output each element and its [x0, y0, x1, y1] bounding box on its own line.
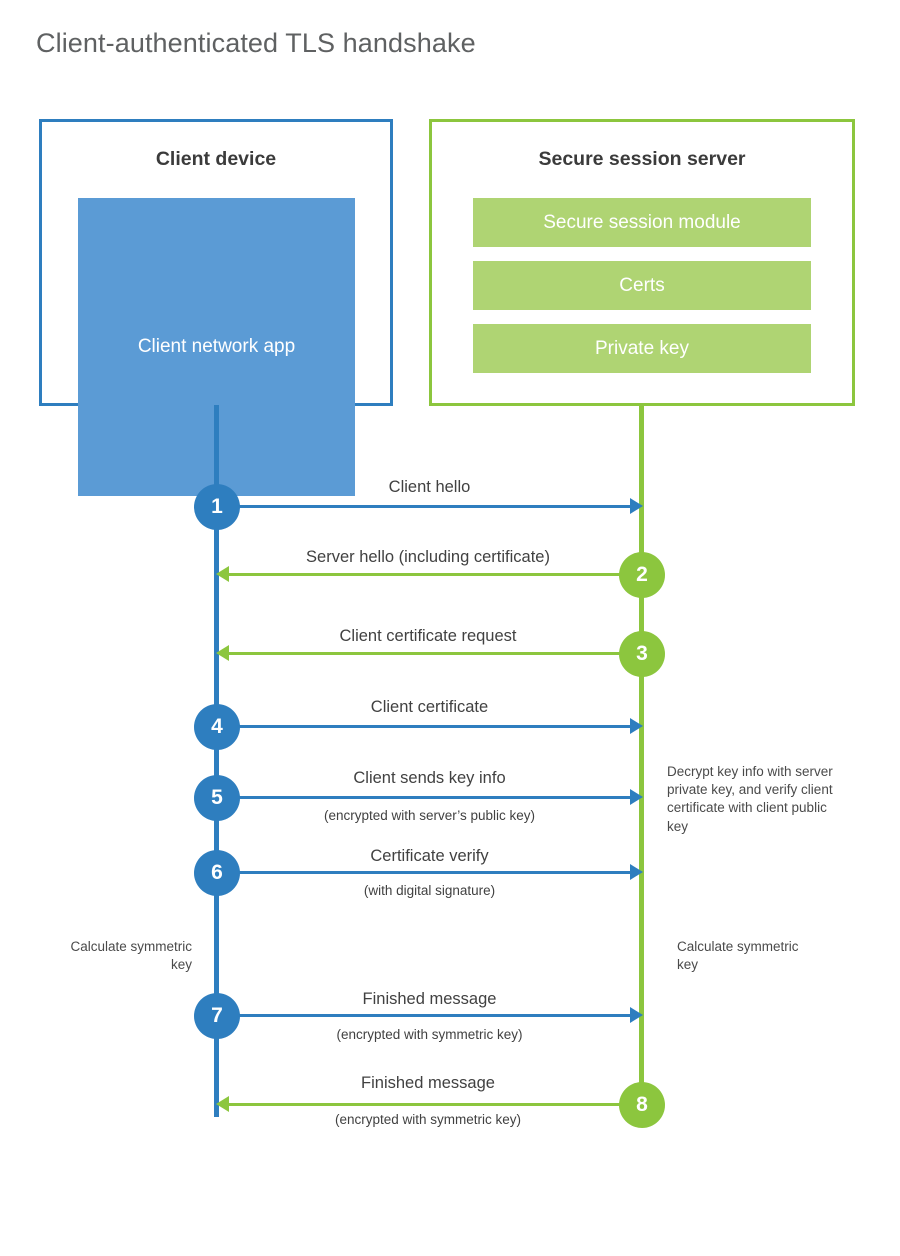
page-title: Client-authenticated TLS handshake — [36, 28, 476, 58]
message-line-6 — [217, 871, 632, 874]
step-badge-3[interactable]: 3 — [619, 631, 665, 677]
arrow-head-right-6 — [630, 864, 643, 880]
client-device-title: Client device — [155, 148, 277, 170]
note-client-calculate-symmetric-key: Calculate symmetric key — [70, 939, 192, 973]
message-label-1: Client hello — [388, 478, 471, 496]
arrow-head-right-4 — [630, 718, 643, 734]
message-line-2 — [228, 573, 642, 576]
message-label-2: Server hello (including certificate) — [306, 548, 550, 566]
message-sublabel-7: (encrypted with symmetric key) — [336, 1027, 523, 1042]
step-badge-6[interactable]: 6 — [194, 850, 240, 896]
message-label-5: Client sends key info — [353, 769, 506, 787]
message-line-4 — [217, 725, 632, 728]
arrow-head-left-3 — [216, 645, 229, 661]
server-block-secure-session-module: Secure session module — [473, 198, 811, 247]
message-label-8: Finished message — [361, 1074, 495, 1092]
message-label-3: Client certificate request — [339, 627, 517, 645]
message-label-7: Finished message — [362, 990, 497, 1008]
arrow-head-right-5 — [630, 789, 643, 805]
server-block-private-key: Private key — [473, 324, 811, 373]
client-device-box: Client device Client network app — [39, 119, 393, 496]
message-line-8 — [228, 1103, 642, 1106]
arrow-head-right-1 — [630, 498, 643, 514]
message-line-3 — [228, 652, 642, 655]
message-sublabel-8: (encrypted with symmetric key) — [334, 1112, 522, 1127]
step-badge-8[interactable]: 8 — [619, 1082, 665, 1128]
arrow-head-left-2 — [216, 566, 229, 582]
message-label-4: Client certificate — [370, 698, 489, 716]
arrow-head-left-8 — [216, 1096, 229, 1112]
message-line-7 — [217, 1014, 632, 1017]
server-lifeline — [639, 405, 644, 1105]
client-lifeline — [214, 405, 219, 1117]
note-server-decrypt: Decrypt key info with server private key… — [667, 764, 833, 834]
message-label-6: Certificate verify — [370, 847, 489, 865]
secure-session-server-title: Secure session server — [538, 148, 746, 170]
note-server-calculate-symmetric-key: Calculate symmetric key — [677, 939, 799, 973]
step-badge-2[interactable]: 2 — [619, 552, 665, 598]
step-badge-1[interactable]: 1 — [194, 484, 240, 530]
arrow-head-right-7 — [630, 1007, 643, 1023]
message-line-1 — [217, 505, 632, 508]
message-sublabel-5: (encrypted with server’s public key) — [323, 808, 536, 823]
server-block-certs: Certs — [473, 261, 811, 310]
step-badge-7[interactable]: 7 — [194, 993, 240, 1039]
message-line-5 — [217, 796, 632, 799]
message-sublabel-6: (with digital signature) — [363, 883, 496, 898]
secure-session-server-box: Secure session server Secure session mod… — [429, 119, 855, 406]
step-badge-5[interactable]: 5 — [194, 775, 240, 821]
step-badge-4[interactable]: 4 — [194, 704, 240, 750]
